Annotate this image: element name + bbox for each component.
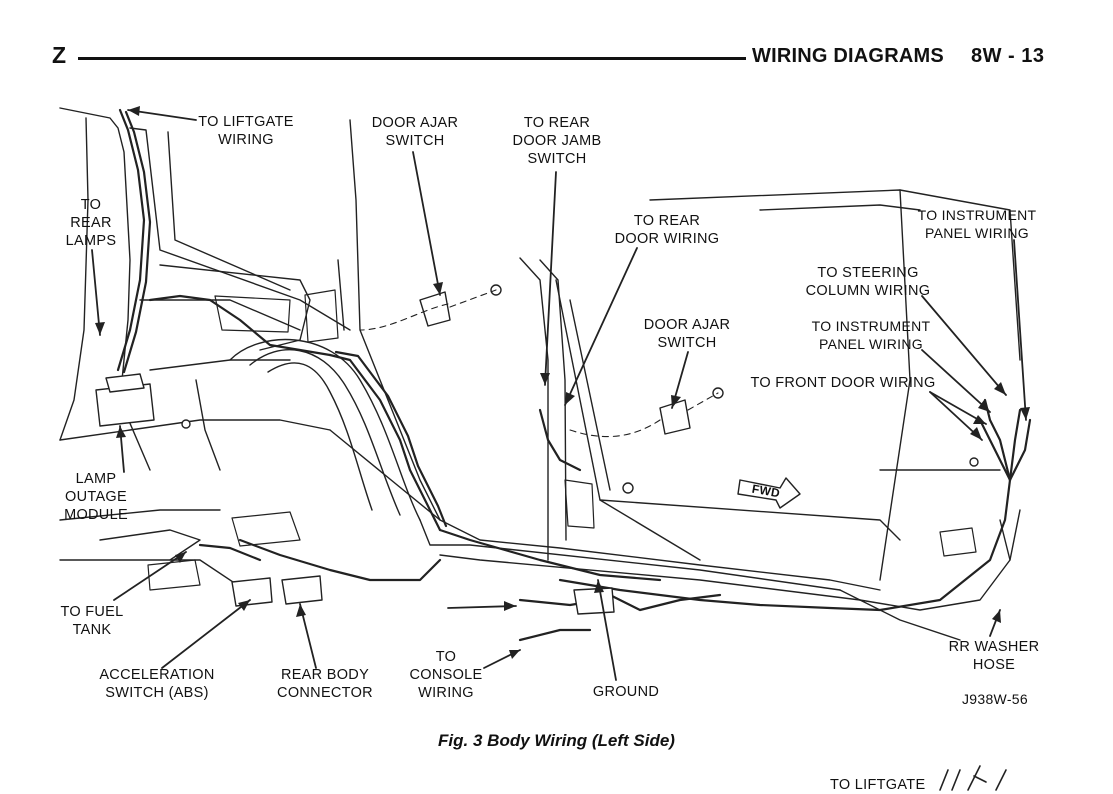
label-door-ajar-switch-rear: DOOR AJAR SWITCH (371, 115, 459, 149)
section-letter: Z (52, 42, 67, 68)
figure-id: J938W-56 (962, 691, 1028, 707)
label-acceleration-switch: ACCELERATION SWITCH (ABS) (99, 667, 215, 701)
figure-caption: Fig. 3 Body Wiring (Left Side) (438, 731, 675, 750)
label-ground: GROUND (592, 684, 660, 700)
body-pads (147, 289, 977, 591)
label-door-ajar-switch-front: DOOR AJAR SWITCH (643, 317, 731, 351)
leader-arrowheads (95, 106, 1030, 659)
page-title: WIRING DIAGRAMS (752, 45, 944, 67)
label-rr-washer-hose: RR WASHER HOSE (948, 639, 1040, 673)
leader-lines (91, 109, 1027, 681)
label-to-front-door-wiring: TO FRONT DOOR WIRING (750, 375, 936, 391)
liftgate-wire-glyph (939, 765, 1007, 791)
connectors (95, 284, 979, 615)
label-to-rear-lamps: TO REAR LAMPS (65, 197, 117, 249)
label-to-instrument-panel-wiring-top: TO INSTRUMENT PANEL WIRING (917, 207, 1037, 241)
label-to-console-wiring: TO CONSOLE WIRING (409, 649, 483, 701)
label-to-fuel-tank: TO FUEL TANK (60, 604, 124, 638)
header-rule (78, 57, 746, 60)
label-rear-body-connector: REAR BODY CONNECTOR (277, 667, 373, 701)
fwd-arrow (737, 477, 801, 509)
label-to-rear-door-jamb-switch: TO REAR DOOR JAMB SWITCH (512, 115, 602, 167)
label-to-instrument-panel-wiring-mid: TO INSTRUMENT PANEL WIRING (811, 318, 931, 352)
label-lamp-outage-module: LAMP OUTAGE MODULE (64, 471, 128, 523)
label-to-liftgate-bottom: TO LIFTGATE (830, 777, 926, 793)
page-number: 8W - 13 (971, 45, 1045, 67)
harness-wires (116, 108, 1032, 642)
label-to-rear-door-wiring: TO REAR DOOR WIRING (614, 213, 720, 247)
dashed-leads (359, 289, 719, 438)
label-to-steering-column-wiring: TO STEERING COLUMN WIRING (805, 265, 931, 299)
label-to-liftgate-wiring: TO LIFTGATE WIRING (198, 114, 294, 148)
